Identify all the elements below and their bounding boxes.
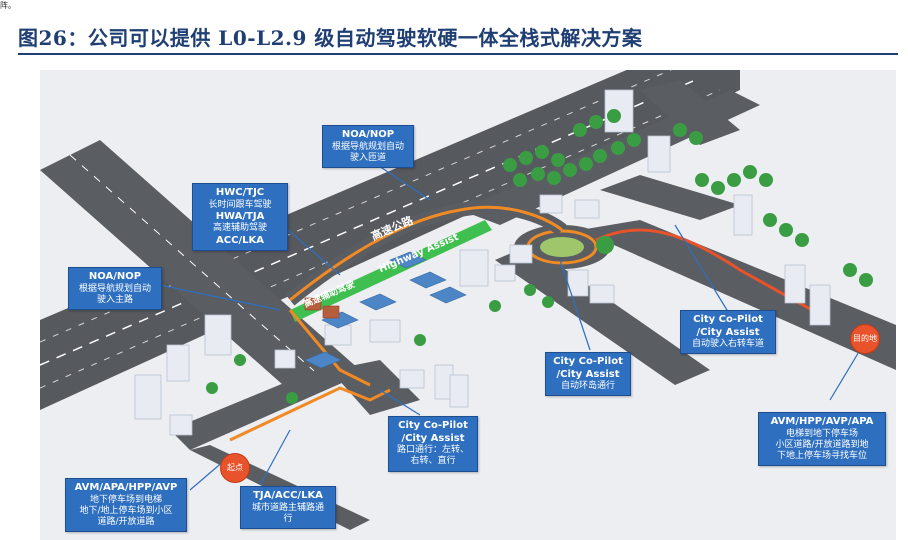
callout-avm-start: AVM/APA/HPP/AVP 地下停车场到电梯 地下/地上停车场到小区 道路/… bbox=[65, 478, 187, 533]
start-pin: 起点 bbox=[220, 453, 250, 483]
highway-assist-band bbox=[290, 220, 492, 322]
corner-mark: 阵。 bbox=[0, 1, 16, 10]
callout-avm-destination: AVM/HPP/AVP/APA 电梯到地下停车场 小区道路/开放道路到地 下地上… bbox=[758, 412, 886, 467]
buildings bbox=[134, 89, 831, 436]
autonomous-driving-scene: 高速公路 高速辅助驾驶 Highway Assist 起点 目的地 NOA/NO… bbox=[40, 70, 896, 540]
roundabout-roads bbox=[460, 80, 896, 385]
start-route bbox=[229, 386, 391, 442]
callout-tja-acc-lka: TJA/ACC/LKA 城市道路主辅路通 行 bbox=[240, 486, 336, 529]
title-rule bbox=[18, 53, 898, 55]
figure-title: 图26：公司可以提供 L0-L2.9 级自动驾驶软硬一体全栈式解决方案 bbox=[18, 26, 643, 50]
destination-route bbox=[595, 228, 831, 322]
callout-noa-ramp: NOA/NOP 根据导航规划自动 驶入匝道 bbox=[322, 125, 414, 168]
callout-city-right-turn: City Co-Pilot /City Assist 自动驶入右转车道 bbox=[680, 310, 776, 355]
callout-noa-mainroad: NOA/NOP 根据导航规划自动 驶入主路 bbox=[68, 267, 162, 310]
scene-map bbox=[40, 70, 896, 530]
callout-city-intersection: City Co-Pilot /City Assist 路口通行：左转、 右转、直… bbox=[388, 416, 478, 472]
brick-buildings bbox=[304, 297, 340, 319]
leader-lines bbox=[159, 159, 861, 491]
houses bbox=[304, 251, 467, 369]
callout-hwc-hwa-acc: HWC/TJC 长时间跟车驾驶 HWA/TJA 高速辅助驾驶 ACC/LKA bbox=[192, 183, 288, 251]
trees bbox=[206, 109, 873, 404]
callout-city-roundabout: City Co-Pilot /City Assist 自动环岛通行 bbox=[545, 352, 631, 397]
destination-pin: 目的地 bbox=[850, 324, 880, 354]
city-road-nw-se bbox=[40, 140, 360, 400]
